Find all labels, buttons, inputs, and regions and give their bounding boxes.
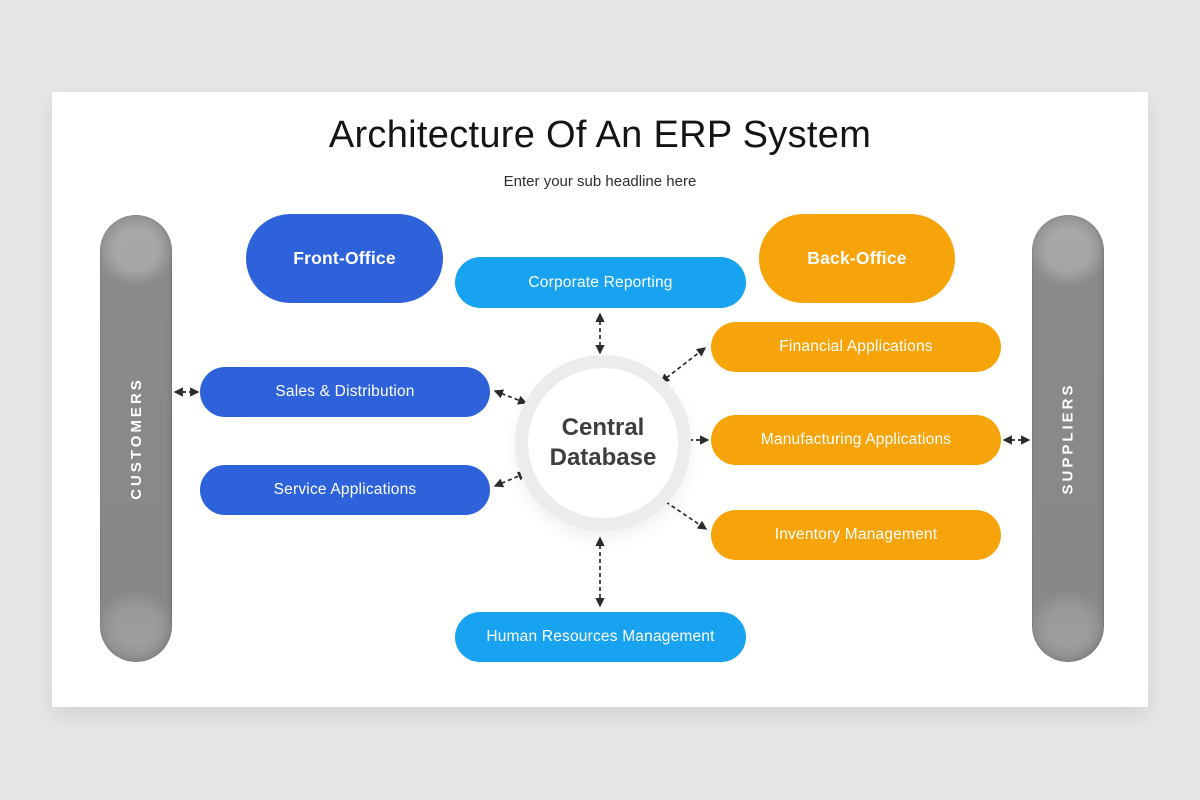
suppliers-bar-label: SUPPLIERS xyxy=(1059,382,1077,495)
customers-bar-label: CUSTOMERS xyxy=(127,377,145,500)
inventory-management-label: Inventory Management xyxy=(774,526,938,543)
page-subtitle: Enter your sub headline here xyxy=(503,173,697,190)
human-resources-pill: Human Resources Management xyxy=(455,612,746,662)
arrow-sales-distribution-db xyxy=(493,389,528,405)
financial-applications-label: Financial Applications xyxy=(779,338,933,355)
slide: Architecture Of An ERP System Enter your… xyxy=(52,92,1148,707)
suppliers-bar: SUPPLIERS xyxy=(1032,215,1104,662)
service-applications-pill: Service Applications xyxy=(200,465,490,515)
service-applications-label: Service Applications xyxy=(273,481,417,498)
back-office-label: Back-Office xyxy=(807,248,907,268)
arrow-db-financial-applications xyxy=(659,347,707,383)
manufacturing-applications-label: Manufacturing Applications xyxy=(760,431,952,448)
financial-applications-pill: Financial Applications xyxy=(711,322,1001,372)
page-title: Architecture Of An ERP System xyxy=(328,114,872,156)
front-office-pill: Front-Office xyxy=(246,214,443,303)
inventory-management-pill: Inventory Management xyxy=(711,510,1001,560)
back-office-pill: Back-Office xyxy=(759,214,955,303)
central-database-label: Central Database xyxy=(549,414,657,471)
sales-distribution-label: Sales & Distribution xyxy=(275,383,415,400)
sales-distribution-pill: Sales & Distribution xyxy=(200,367,490,417)
central-database-circle: Central Database xyxy=(515,355,691,531)
manufacturing-applications-pill: Manufacturing Applications xyxy=(711,415,1001,465)
corporate-reporting-label: Corporate Reporting xyxy=(528,273,673,291)
front-office-label: Front-Office xyxy=(293,248,396,268)
human-resources-label: Human Resources Management xyxy=(486,628,715,645)
customers-bar: CUSTOMERS xyxy=(100,215,172,662)
corporate-reporting-pill: Corporate Reporting xyxy=(455,257,746,308)
